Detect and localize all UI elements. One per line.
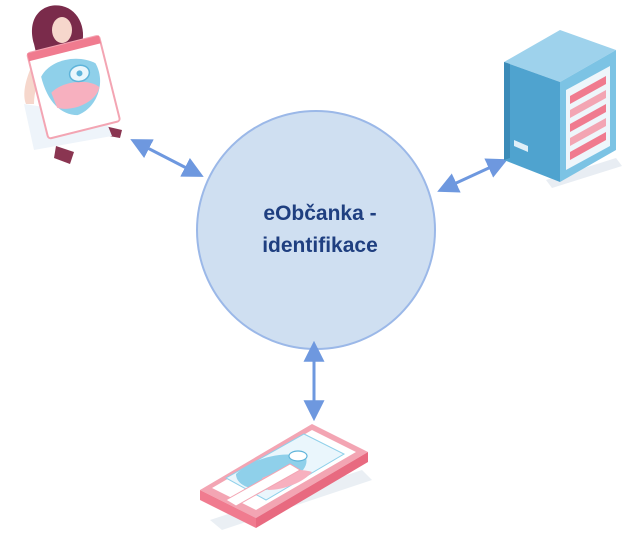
center-label: eObčanka - identifikace	[205, 190, 435, 270]
center-label-line1: eObčanka -	[263, 202, 377, 225]
card-reader-icon	[200, 424, 372, 530]
arrow-server-center	[437, 158, 508, 193]
center-label-line2: identifikace	[262, 234, 378, 257]
server-icon	[504, 30, 622, 188]
arrow-person-center	[130, 139, 204, 177]
person-with-id-card-icon	[24, 5, 122, 164]
